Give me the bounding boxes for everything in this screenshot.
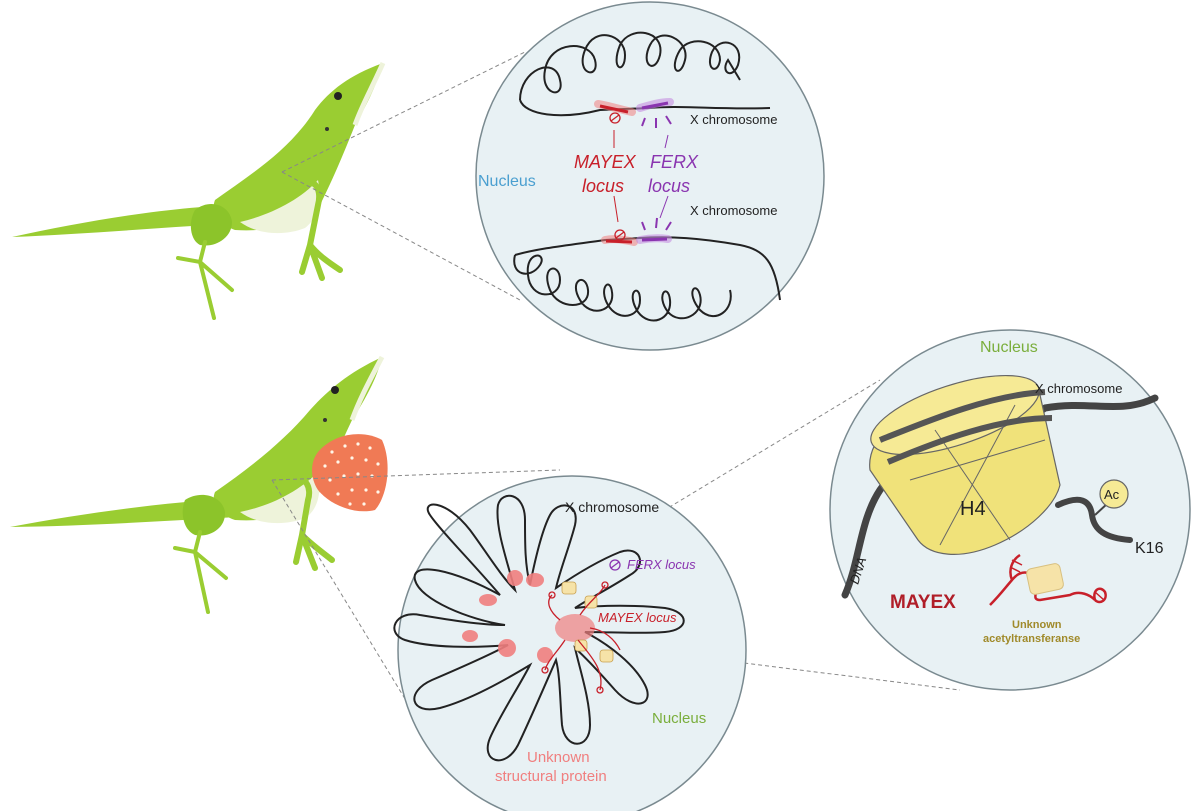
structural-protein-label-1: Unknown [527,749,590,766]
enzyme-label-2: acetyltransferanse [983,633,1080,645]
mayex-label: MAYEX [574,152,637,172]
k16-label: K16 [1135,540,1164,557]
x-chromosome-label-mid: X chromosome [565,499,659,515]
enzyme-label-1: Unknown [1012,619,1062,631]
lizard-top [12,63,383,318]
mayex-label-zoom: MAYEX [890,592,956,613]
mayex-locus-label-mid: MAYEX locus [598,610,677,625]
nucleus-label-mid: Nucleus [652,710,706,727]
x-chromosome-label-bottom: X chromosome [690,203,777,218]
nucleus-label-top: Nucleus [478,173,536,190]
structural-protein-label-2: structural protein [495,768,607,785]
ferx-locus-label: locus [648,176,690,196]
lizard-bottom [10,357,388,612]
ferx-locus-label-mid: FERX locus [627,557,696,572]
x-chromosome-label-zoom: X chromosome [1035,381,1122,396]
circle-top: X chromosome X chromosome Nucleus MAYEX … [476,2,824,350]
histone-label: H4 [960,498,986,520]
acetyl-label: Ac [1104,487,1120,502]
circle-bottom: X chromosome FERX locus MAYEX locus Nucl… [394,476,746,811]
x-chromosome-label-top: X chromosome [690,112,777,127]
ferx-label: FERX [650,152,699,172]
mayex-locus-label: locus [582,176,624,196]
circle-zoom: Nucleus X chromosome H4 Ac K16 DNA MAYEX… [830,330,1190,690]
nucleus-label-zoom: Nucleus [980,339,1038,356]
